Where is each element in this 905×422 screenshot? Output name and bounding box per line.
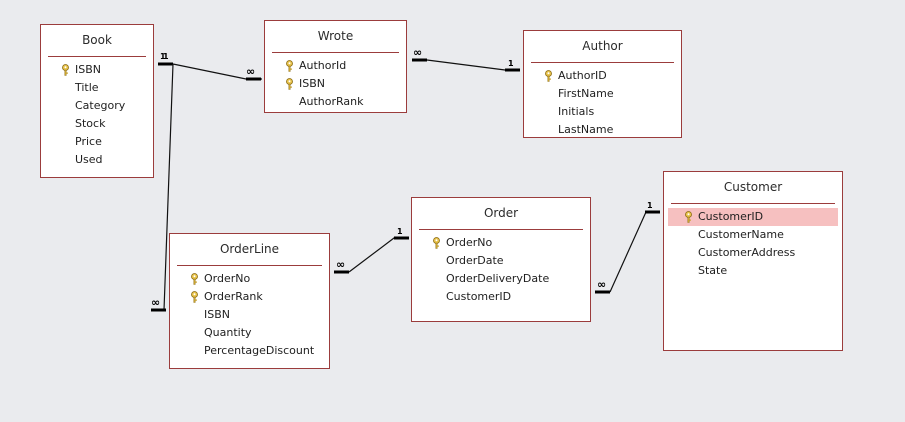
primary-key-icon [61, 64, 70, 76]
field-row[interactable]: FirstName [524, 85, 681, 103]
one-cardinality-label: 1 [160, 52, 166, 61]
field-row[interactable]: AuthorRank [265, 93, 406, 111]
field-row[interactable]: State [664, 262, 842, 280]
field-row[interactable]: AuthorID [524, 67, 681, 85]
field-name: State [698, 264, 728, 277]
field-name: CustomerAddress [698, 246, 796, 259]
primary-key-icon [285, 60, 294, 72]
relationship-line [348, 237, 409, 273]
many-cardinality-label: ∞ [246, 65, 255, 78]
field-row[interactable]: Used [41, 151, 153, 169]
field-row[interactable]: CustomerID [668, 208, 838, 226]
field-name: Stock [75, 117, 106, 130]
field-row[interactable]: OrderDate [412, 252, 590, 270]
field-name: OrderNo [446, 236, 493, 249]
field-name: ISBN [75, 63, 102, 76]
table-title: Author [582, 39, 623, 53]
field-row[interactable]: ISBN [265, 75, 406, 93]
title-divider [48, 56, 146, 57]
field-row[interactable]: OrderNo [412, 234, 590, 252]
table-title: OrderLine [219, 242, 280, 256]
primary-key-icon [190, 273, 199, 285]
field-row[interactable]: LastName [524, 121, 681, 139]
field-row[interactable]: OrderDeliveryDate [412, 270, 590, 288]
primary-key-icon [684, 211, 693, 223]
field-name: Initials [558, 105, 595, 118]
one-cardinality-label-2: 1 [163, 52, 169, 61]
primary-key-icon [190, 291, 199, 303]
relationship-book-wrote[interactable]: 1 1 ∞ [158, 52, 262, 81]
one-cardinality-label: 1 [647, 201, 653, 210]
table-title: Book [82, 33, 112, 47]
field-row[interactable]: OrderRank [170, 288, 329, 306]
field-name: CustomerID [698, 210, 764, 223]
field-row[interactable]: ISBN [170, 306, 329, 324]
field-row[interactable]: Category [41, 97, 153, 115]
many-cardinality-label: ∞ [597, 278, 606, 291]
field-name: Used [75, 153, 103, 166]
primary-key-icon [544, 70, 553, 82]
title-divider [531, 62, 674, 63]
relationship-orderline-order[interactable]: ∞ 1 [334, 227, 409, 274]
title-divider [671, 203, 835, 204]
many-cardinality-label: ∞ [151, 296, 160, 309]
field-name: FirstName [558, 87, 614, 100]
field-row[interactable]: Quantity [170, 324, 329, 342]
field-row[interactable]: PercentageDiscount [170, 342, 329, 360]
field-name: AuthorRank [299, 95, 364, 108]
many-cardinality-label: ∞ [413, 46, 422, 59]
primary-key-icon [432, 237, 441, 249]
field-name: AuthorId [299, 59, 347, 72]
field-name: ISBN [204, 308, 231, 321]
title-divider [177, 265, 322, 266]
field-row[interactable]: OrderNo [170, 270, 329, 288]
field-name: Title [75, 81, 99, 94]
field-row[interactable]: Stock [41, 115, 153, 133]
field-name: AuthorID [558, 69, 607, 82]
table-title: Wrote [317, 29, 354, 43]
field-name: CustomerName [698, 228, 784, 241]
field-row[interactable]: ISBN [41, 61, 153, 79]
field-row[interactable]: CustomerID [412, 288, 590, 306]
field-row[interactable]: Initials [524, 103, 681, 121]
field-name: CustomerID [446, 290, 512, 303]
relationship-book-orderline[interactable]: ∞ [151, 63, 174, 312]
primary-key-icon [285, 78, 294, 90]
field-name: Price [75, 135, 102, 148]
one-cardinality-label: 1 [508, 59, 514, 68]
field-row[interactable]: Title [41, 79, 153, 97]
field-row[interactable]: Price [41, 133, 153, 151]
field-name: ISBN [299, 77, 326, 90]
table-title: Customer [723, 180, 783, 194]
field-name: OrderDate [446, 254, 504, 267]
field-name: OrderDeliveryDate [446, 272, 550, 285]
field-name: OrderNo [204, 272, 251, 285]
relationship-order-customer[interactable]: ∞ 1 [595, 201, 660, 294]
relationship-line [609, 211, 660, 293]
table-title: Order [483, 206, 519, 220]
field-name: Category [75, 99, 126, 112]
title-divider [419, 229, 583, 230]
field-name: PercentageDiscount [204, 344, 315, 357]
relationship-wrote-author[interactable]: ∞ 1 [412, 46, 520, 72]
field-row[interactable]: CustomerName [664, 226, 842, 244]
field-row[interactable]: AuthorId [265, 57, 406, 75]
field-name: OrderRank [204, 290, 263, 303]
many-cardinality-label: ∞ [336, 258, 345, 271]
field-name: LastName [558, 123, 614, 136]
field-row[interactable]: CustomerAddress [664, 244, 842, 262]
field-name: Quantity [204, 326, 252, 339]
one-cardinality-label: 1 [397, 227, 403, 236]
title-divider [272, 52, 399, 53]
